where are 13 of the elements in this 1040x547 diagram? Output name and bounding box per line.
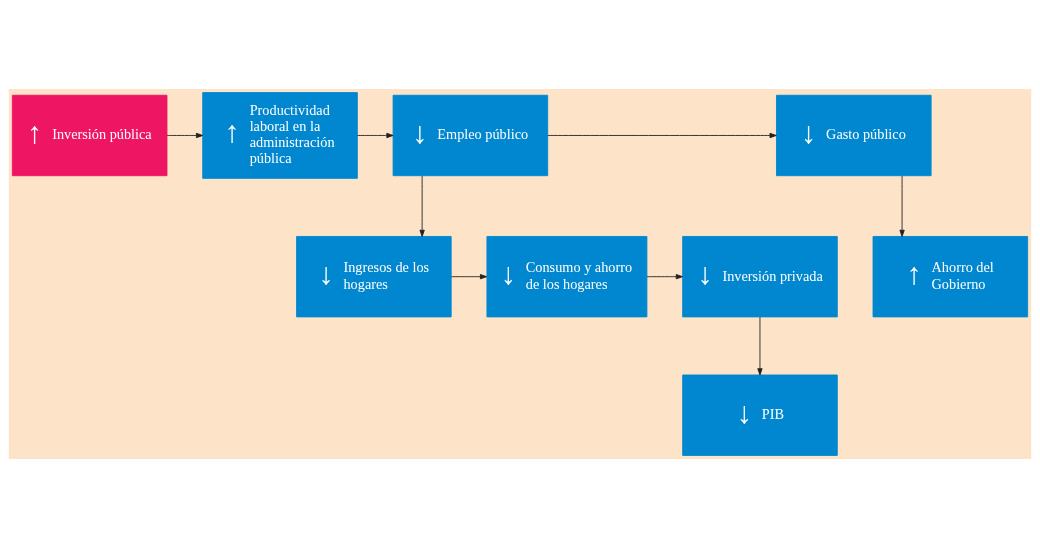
- arrow: [166, 132, 204, 138]
- arrow: [757, 316, 763, 375]
- node-box: ↓ Gasto público: [776, 94, 932, 176]
- node-box: ↓ PIB: [682, 374, 838, 456]
- arrow: [357, 132, 394, 138]
- arrow: [419, 175, 425, 237]
- arrow: [547, 132, 777, 138]
- node-box: ↓ Inversión privada: [682, 235, 838, 317]
- node-box: ↑ Inversión pública: [11, 94, 168, 176]
- arrow: [450, 273, 488, 279]
- node-box: ↓ Empleo público: [392, 94, 549, 176]
- arrow: [646, 273, 683, 279]
- arrow: [899, 175, 905, 237]
